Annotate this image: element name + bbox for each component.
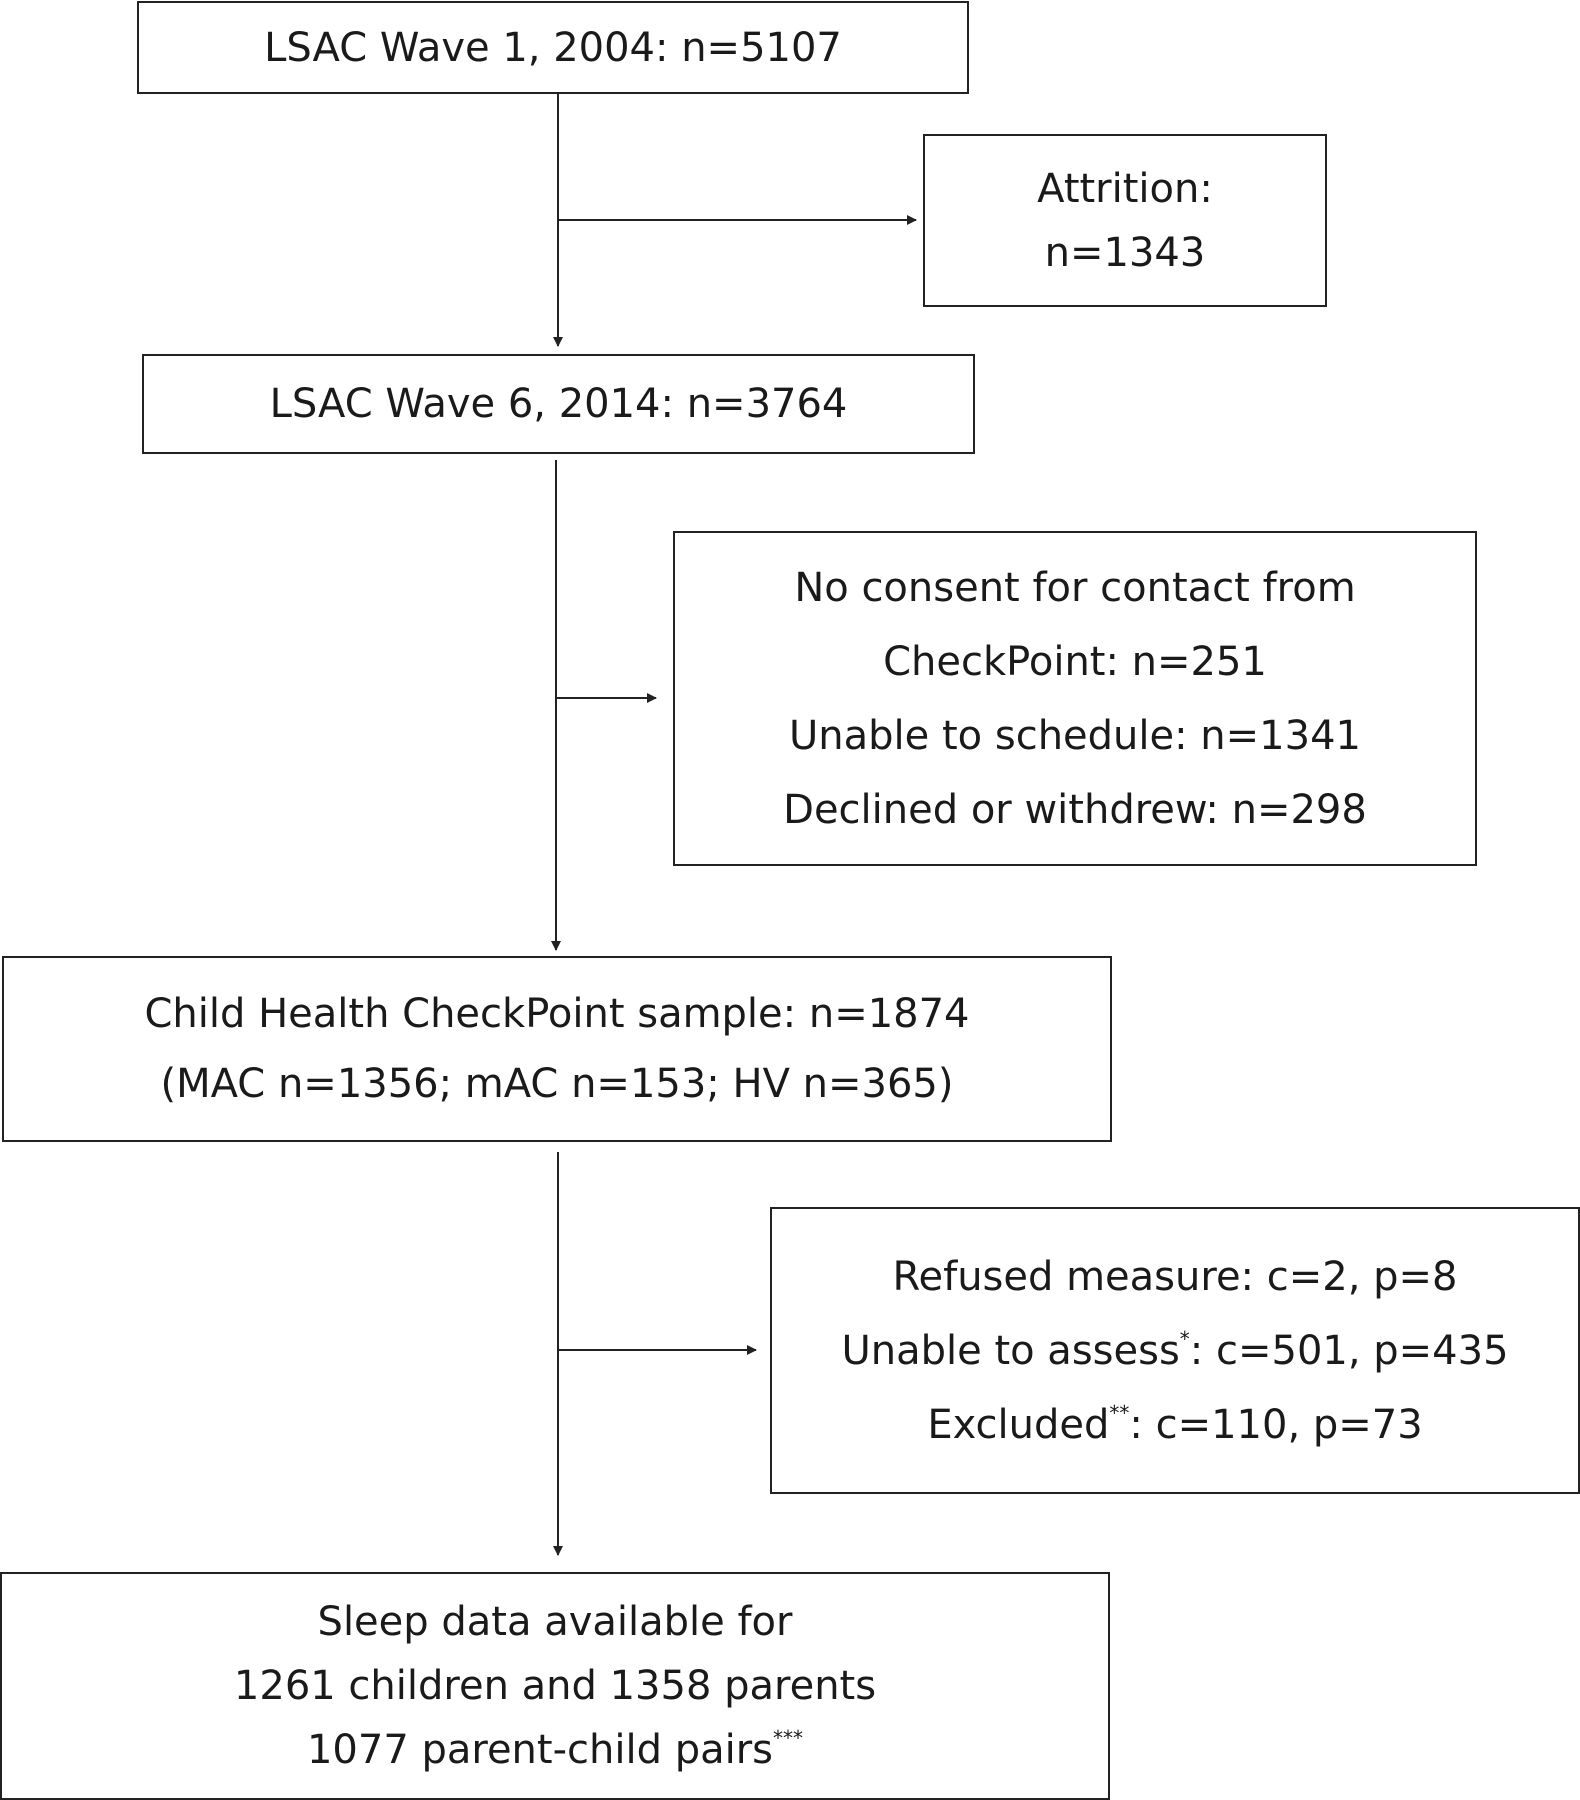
checkpoint-exclusions-line-1: No consent for contact from: [794, 564, 1356, 611]
sleep-exclusions-line-3: Excluded**: c=110, p=73: [927, 1401, 1423, 1448]
wave1-line-1: LSAC Wave 1, 2004: n=5107: [264, 24, 842, 71]
parent-child-pairs-label: 1077 parent-child pairs: [306, 1727, 774, 1773]
attrition-line-2: n=1343: [1044, 229, 1206, 276]
checkpoint-exclusions-line-4: Declined or withdrew: n=298: [783, 786, 1367, 833]
checkpoint-exclusions-line-2: CheckPoint: n=251: [883, 638, 1267, 685]
final-line-1: Sleep data available for: [317, 1599, 793, 1645]
excluded-label: Excluded: [927, 1401, 1110, 1448]
checkpoint-sample-line-2: (MAC n=1356; mAC n=153; HV n=365): [160, 1061, 954, 1107]
checkpoint-sample-line-1: Child Health CheckPoint sample: n=1874: [144, 991, 970, 1037]
wave6-box: LSAC Wave 6, 2014: n=3764: [142, 354, 975, 454]
unable-to-assess-values: : c=501, p=435: [1189, 1327, 1509, 1374]
checkpoint-sample-box: Child Health CheckPoint sample: n=1874 (…: [2, 956, 1112, 1142]
final-sample-box: Sleep data available for 1261 children a…: [0, 1572, 1110, 1800]
checkpoint-exclusions-box: No consent for contact from CheckPoint: …: [673, 531, 1477, 866]
unable-to-assess-label: Unable to assess: [841, 1327, 1180, 1374]
footnote-mark-3: ***: [773, 1726, 804, 1750]
sleep-exclusions-box: Refused measure: c=2, p=8 Unable to asse…: [770, 1207, 1580, 1494]
footnote-mark-1: *: [1179, 1326, 1190, 1351]
final-line-2: 1261 children and 1358 parents: [233, 1663, 877, 1709]
footnote-mark-2: **: [1109, 1400, 1130, 1425]
attrition-line-1: Attrition:: [1037, 165, 1213, 212]
checkpoint-exclusions-line-3: Unable to schedule: n=1341: [789, 712, 1361, 759]
final-line-3: 1077 parent-child pairs***: [306, 1727, 803, 1773]
wave6-line-1: LSAC Wave 6, 2014: n=3764: [269, 381, 848, 427]
sleep-exclusions-line-2: Unable to assess*: c=501, p=435: [841, 1327, 1509, 1374]
excluded-values: : c=110, p=73: [1129, 1401, 1423, 1448]
attrition-box: Attrition: n=1343: [923, 134, 1327, 307]
wave1-box: LSAC Wave 1, 2004: n=5107: [137, 1, 969, 94]
sleep-exclusions-line-1: Refused measure: c=2, p=8: [892, 1253, 1458, 1300]
